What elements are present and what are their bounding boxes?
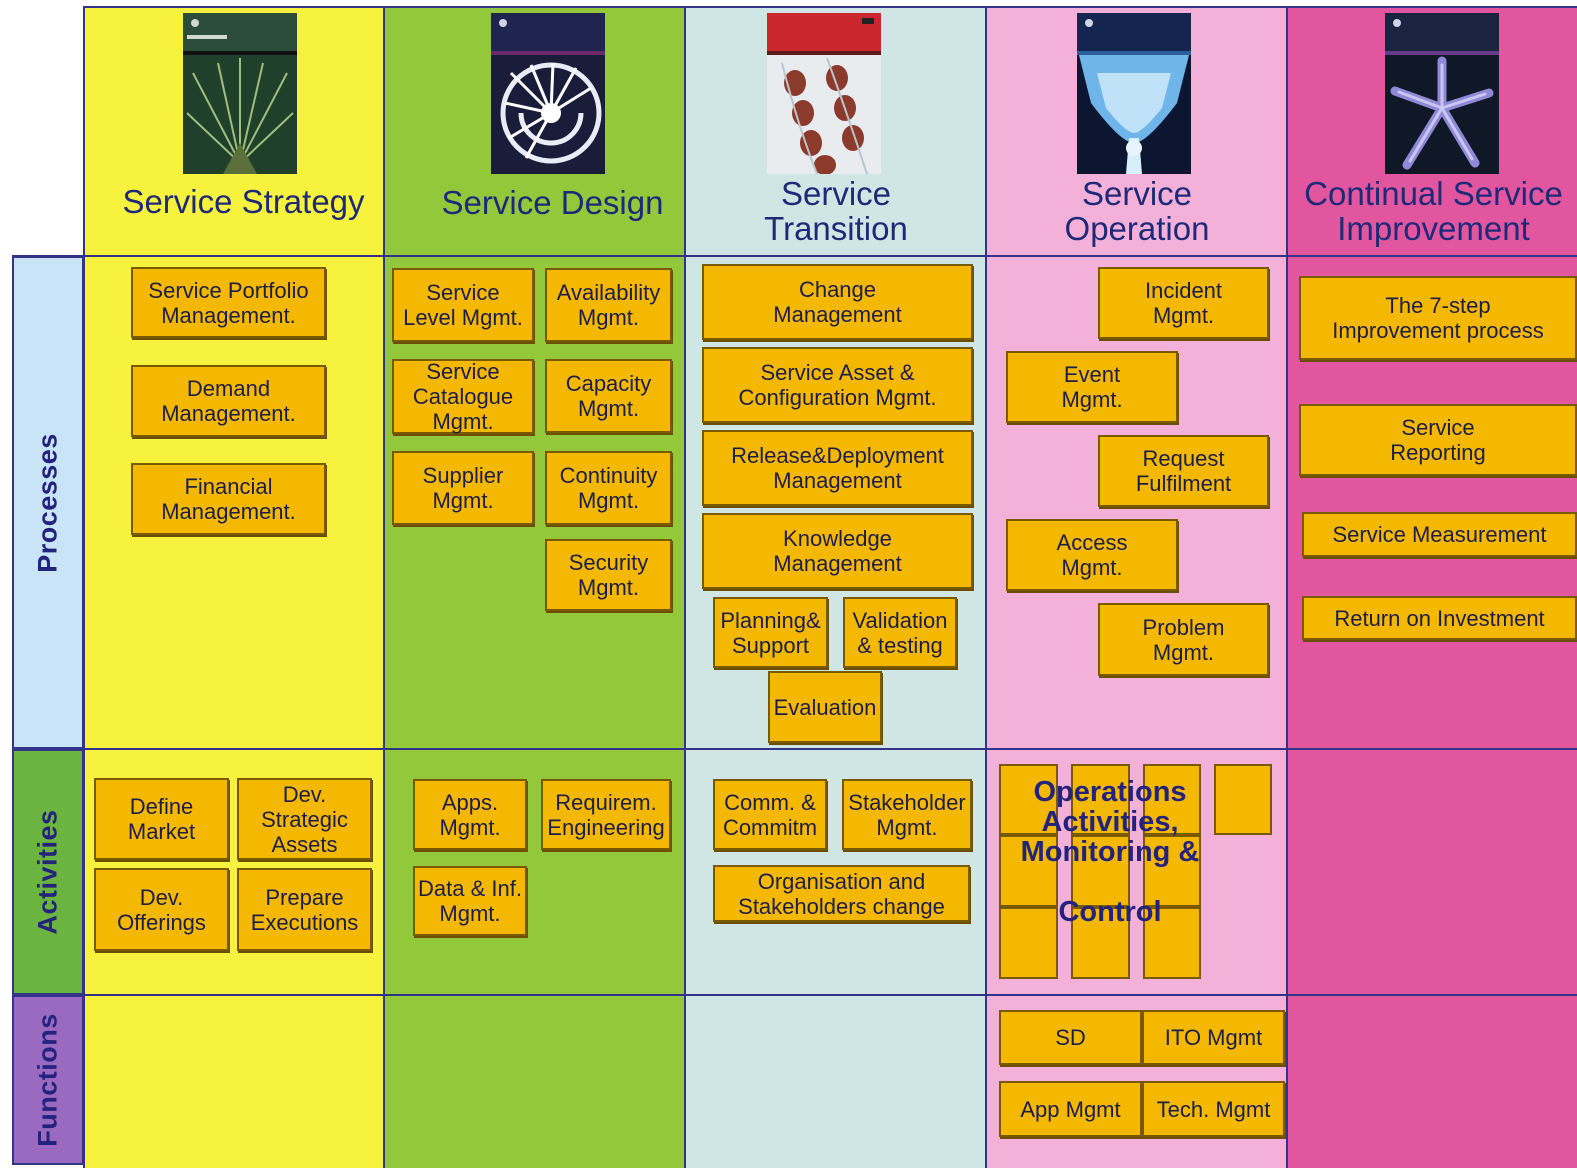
evaluation-box: Evaluation <box>768 671 882 743</box>
comm-commitment-box: Comm. & Commitm <box>713 779 827 850</box>
operations-grid-cell <box>1143 764 1201 835</box>
operations-grid-cell <box>999 835 1058 907</box>
service-reporting-box: Service Reporting <box>1299 404 1577 476</box>
organisation-stakeholders-change-box: Organisation and Stakeholders change <box>713 865 970 922</box>
security-mgmt-box: Security Mgmt. <box>545 539 672 611</box>
activities-top-border <box>12 748 1577 750</box>
service-operation-title: Service Operation <box>1064 175 1210 247</box>
grid-divider <box>383 6 385 1168</box>
service-design-title: Service Design <box>441 184 664 221</box>
processes-top-border <box>12 255 1577 257</box>
service-catalogue-mgmt-box: Service Catalogue Mgmt. <box>392 359 534 434</box>
flower-book-cover-icon <box>1077 13 1191 174</box>
leaf-book-cover-icon <box>183 13 297 174</box>
service-portfolio-management-box: Service Portfolio Management. <box>131 267 326 338</box>
problem-mgmt-box: Problem Mgmt. <box>1098 603 1269 676</box>
release-deployment-management-box: Release&Deployment Management <box>702 430 973 506</box>
starfish-book-cover-icon <box>1385 13 1499 174</box>
validation-testing-box: Validation & testing <box>843 597 957 668</box>
operations-grid-cell <box>1071 907 1130 979</box>
return-on-investment-box: Return on Investment <box>1302 596 1577 640</box>
incident-mgmt-box: Incident Mgmt. <box>1098 267 1269 339</box>
top-border <box>83 6 1577 8</box>
functions-top-border <box>12 994 1577 996</box>
operations-grid-cell <box>999 764 1058 835</box>
service-measurement-box: Service Measurement <box>1302 512 1577 557</box>
availability-mgmt-box: Availability Mgmt. <box>545 268 672 342</box>
financial-management-box: Financial Management. <box>131 463 326 535</box>
seed-pod-book-cover-icon <box>767 13 881 174</box>
operations-grid-cell <box>1143 907 1201 979</box>
prepare-executions-box: Prepare Executions <box>237 868 372 951</box>
demand-management-box: Demand Management. <box>131 365 326 437</box>
service-level-mgmt-box: Service Level Mgmt. <box>392 268 534 342</box>
planning-support-box: Planning& Support <box>713 597 828 668</box>
access-mgmt-box: Access Mgmt. <box>1006 519 1178 591</box>
grid-divider <box>985 6 987 1168</box>
continual-service-improvement-column <box>1287 6 1577 1168</box>
service-asset-configuration-mgmt-box: Service Asset & Configuration Mgmt. <box>702 347 973 423</box>
seven-step-improvement-process-box: The 7-step Improvement process <box>1299 276 1577 360</box>
change-management-box: Change Management <box>702 264 973 340</box>
operations-grid-cell <box>1071 764 1130 835</box>
apps-mgmt-box: Apps. Mgmt. <box>413 779 527 850</box>
capacity-mgmt-box: Capacity Mgmt. <box>545 359 672 433</box>
dev-offerings-box: Dev. Offerings <box>94 868 229 951</box>
processes-row-label: Processes <box>12 256 84 749</box>
tech-mgmt-function-box: Tech. Mgmt <box>1142 1081 1285 1137</box>
service-strategy-title: Service Strategy <box>122 183 365 220</box>
service-transition-title: Service Transition <box>764 175 908 247</box>
grid-divider <box>684 6 686 1168</box>
data-inf-mgmt-box: Data & Inf. Mgmt. <box>413 866 527 936</box>
operations-grid-cell <box>1143 835 1201 907</box>
ito-mgmt-function-box: ITO Mgmt <box>1142 1010 1285 1065</box>
event-mgmt-box: Event Mgmt. <box>1006 351 1178 423</box>
stakeholder-mgmt-box: Stakeholder Mgmt. <box>842 779 972 850</box>
grid-divider <box>1286 6 1288 1168</box>
sd-function-box: SD <box>999 1010 1142 1065</box>
service-strategy-column <box>83 6 384 1168</box>
requirements-engineering-box: Requirem. Engineering <box>541 779 671 850</box>
activities-row-label: Activities <box>12 749 84 995</box>
functions-row-label: Functions <box>12 995 84 1165</box>
operations-activities-monitoring-control-label: Operations Activities, Monitoring & Cont… <box>1020 776 1200 928</box>
nautilus-book-cover-icon <box>491 13 605 174</box>
operations-grid-cell <box>1071 835 1130 907</box>
supplier-mgmt-box: Supplier Mgmt. <box>392 451 534 525</box>
continual-service-improvement-title: Continual Service Improvement <box>1304 175 1563 247</box>
dev-strategic-assets-box: Dev. Strategic Assets <box>237 778 372 860</box>
operations-grid-cell <box>1214 764 1272 835</box>
operations-grid-cell <box>999 907 1058 979</box>
define-market-box: Define Market <box>94 778 229 860</box>
request-fulfilment-box: Request Fulfilment <box>1098 435 1269 507</box>
app-mgmt-function-box: App Mgmt <box>999 1081 1142 1137</box>
knowledge-management-box: Knowledge Management <box>702 513 973 589</box>
grid-divider <box>83 6 85 1168</box>
continuity-mgmt-box: Continuity Mgmt. <box>545 451 672 525</box>
